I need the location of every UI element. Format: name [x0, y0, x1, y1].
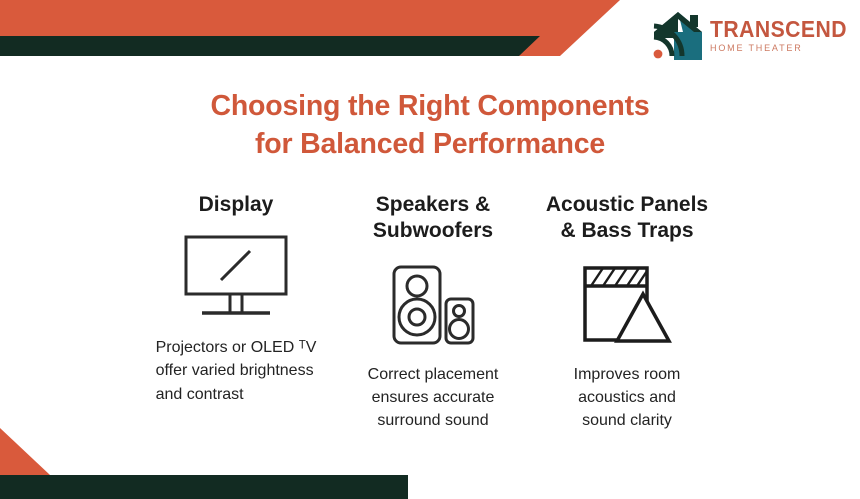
tv-monitor-icon — [180, 232, 292, 324]
column-speakers: Speakers & Subwoofers Correct placement … — [342, 192, 524, 432]
column-display-body: Projectors or OLED TV offer varied brigh… — [156, 336, 317, 406]
column-display-body-pre: Projectors or OLED — [155, 339, 299, 357]
column-speakers-heading: Speakers & Subwoofers — [372, 193, 494, 243]
slide-title-line-2: for Balanced Performance — [255, 127, 605, 160]
house-wifi-icon — [653, 12, 702, 60]
top-green-band — [0, 36, 540, 56]
component-columns: Display Projectors or OLED TV offer vari… — [130, 192, 730, 432]
column-speakers-body: Correct placement ensures accurate surro… — [367, 365, 499, 429]
column-acoustic: Acoustic Panels & Bass Traps Improves ro… — [524, 192, 730, 432]
slide-title: Choosing the Right Components for Balanc… — [0, 88, 860, 163]
acoustic-panel-bass-trap-icon — [581, 259, 673, 351]
column-display-heading: Display — [198, 193, 274, 216]
bottom-green-band — [0, 475, 408, 499]
column-acoustic-body: Improves room acoustics and sound clarit… — [573, 365, 681, 429]
column-display-body-sup: T — [298, 339, 306, 352]
brand-wordmark: TRANSCEND HOME THEATER — [710, 18, 859, 54]
column-display: Display Projectors or OLED TV offer vari… — [130, 192, 342, 406]
column-display-body-post: V offer varied brightness and contrast — [155, 339, 317, 403]
brand-tagline: HOME THEATER — [710, 43, 803, 55]
brand-logo[interactable]: TRANSCEND HOME THEATER — [650, 6, 847, 66]
bottom-orange-triangle — [0, 428, 50, 475]
brand-name: TRANSCEND — [710, 16, 847, 43]
slide-title-line-1: Choosing the Right Components — [210, 90, 650, 122]
column-acoustic-heading: Acoustic Panels & Bass Traps — [545, 193, 709, 243]
speakers-icon — [391, 259, 475, 351]
